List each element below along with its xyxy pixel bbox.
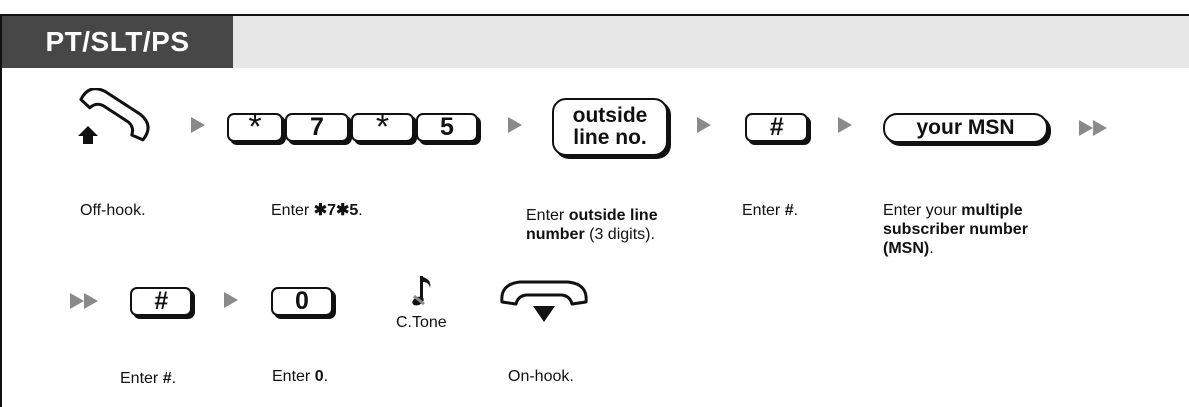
arrow-icon xyxy=(697,117,711,133)
caption-hash: Enter #. xyxy=(742,202,799,219)
hash-key-2: # xyxy=(130,287,192,316)
double-arrow-icon xyxy=(70,293,98,309)
double-arrow-icon xyxy=(1079,120,1107,136)
onhook-handset-icon xyxy=(500,280,588,322)
key-7: 7 xyxy=(285,113,349,142)
caption-enter-code: Enter ✱7✱5. xyxy=(271,202,363,219)
key-star-1: * xyxy=(227,108,283,146)
music-note-icon xyxy=(412,276,431,306)
offhook-handset-icon xyxy=(78,88,150,144)
zero-key: 0 xyxy=(271,287,333,316)
frame-left-border xyxy=(0,14,2,407)
key-5: 5 xyxy=(416,113,478,142)
arrow-icon xyxy=(838,117,852,133)
caption-hash-2: Enter #. xyxy=(120,370,177,387)
msn-box: your MSN xyxy=(883,113,1048,143)
arrow-icon xyxy=(224,292,238,308)
caption-offhook: Off-hook. xyxy=(80,202,146,219)
hash-key: # xyxy=(745,113,808,142)
caption-zero: Enter 0. xyxy=(272,368,329,385)
caption-onhook: On-hook. xyxy=(508,368,574,385)
key-star-2: * xyxy=(351,108,414,146)
arrow-icon xyxy=(508,117,522,133)
frame-top-border xyxy=(0,14,1189,16)
arrow-icon xyxy=(191,117,205,133)
tone-label: C.Tone xyxy=(396,314,447,331)
mode-tab: PT/SLT/PS xyxy=(2,16,233,68)
